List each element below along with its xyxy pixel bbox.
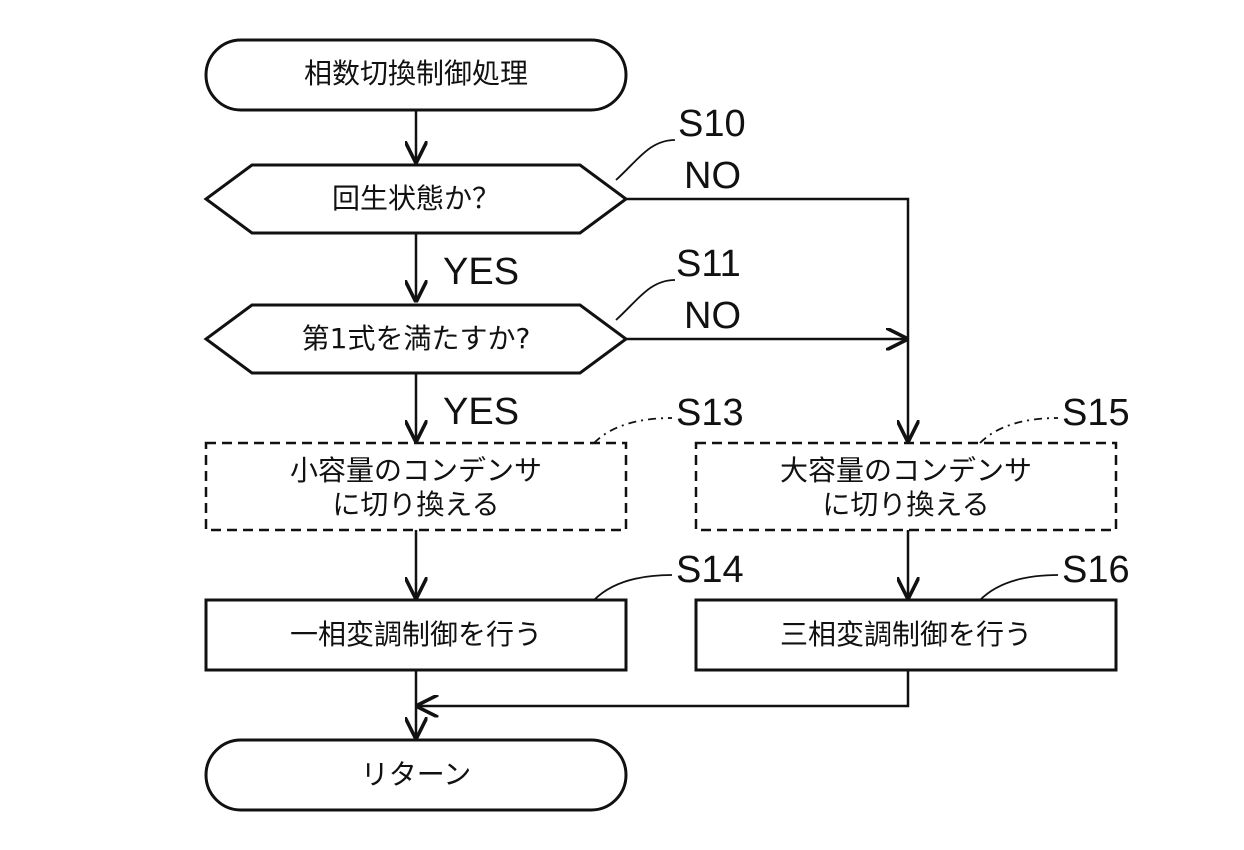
large-cap-line1: 大容量のコンデンサ <box>780 454 1032 487</box>
branch-yes-label: YES <box>443 251 519 293</box>
small-cap-line1: 小容量のコンデンサ <box>290 454 542 487</box>
step-label-s16: S16 <box>1062 549 1130 591</box>
flow-line-no1 <box>626 199 908 440</box>
single-phase-label: 一相変調制御を行う <box>290 618 542 651</box>
flow-merge-line <box>418 670 908 706</box>
end-label: リターン <box>361 758 472 791</box>
large-cap-line2: に切り換える <box>822 488 989 521</box>
branch-yes-label: YES <box>443 391 519 433</box>
start-label: 相数切換制御処理 <box>304 57 528 90</box>
small-cap-line2: に切り換える <box>332 488 499 521</box>
step-leader <box>616 280 675 320</box>
branch-no-label: NO <box>684 155 741 197</box>
step-label-s10: S10 <box>678 103 746 145</box>
step-label-s13: S13 <box>676 392 744 434</box>
three-phase-label: 三相変調制御を行う <box>780 618 1032 651</box>
step-label-s15: S15 <box>1062 392 1130 434</box>
decision-regen-label: 回生状態か？ <box>332 182 500 215</box>
branch-no-label: NO <box>684 295 741 337</box>
step-leader <box>980 575 1058 600</box>
step-leader <box>980 418 1058 443</box>
step-leader <box>616 140 675 180</box>
decision-formula1-label: 第1式を満たすか? <box>302 322 531 355</box>
step-leader <box>594 418 672 443</box>
step-label-s11: S11 <box>676 243 741 285</box>
step-leader <box>594 575 672 600</box>
step-label-s14: S14 <box>676 549 744 591</box>
